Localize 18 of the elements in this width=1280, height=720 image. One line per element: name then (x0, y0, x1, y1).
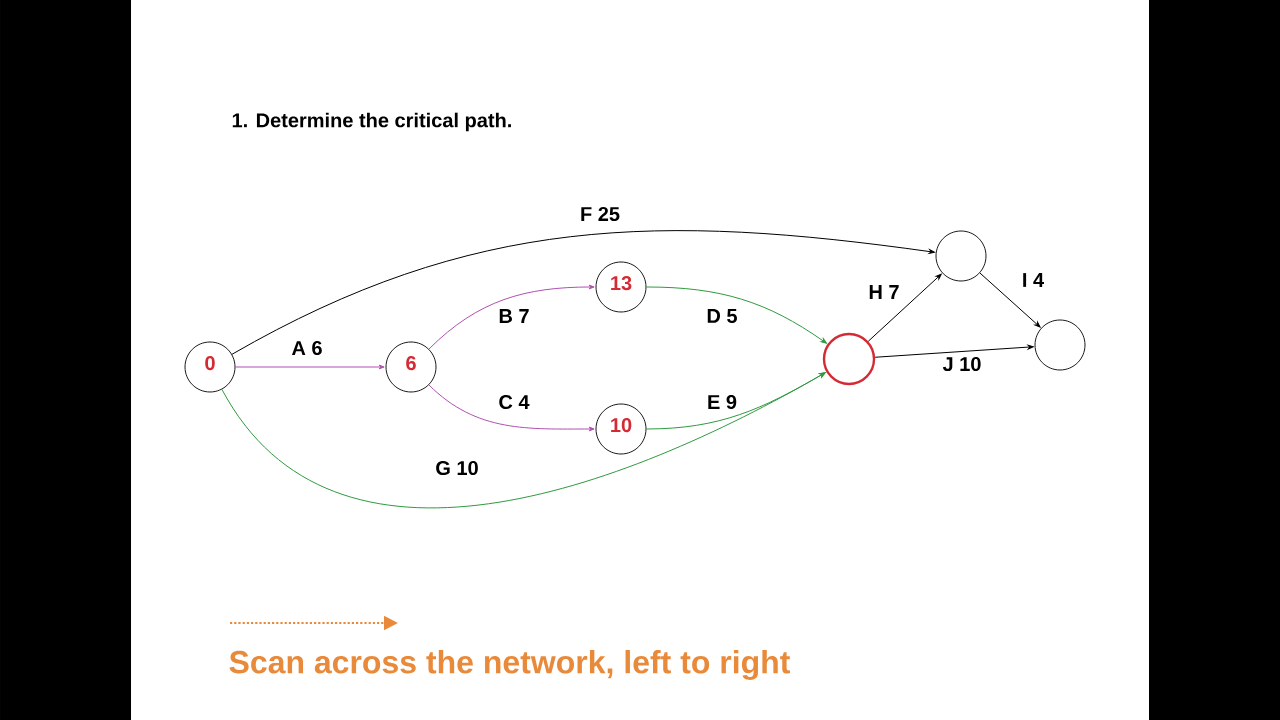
arrow (874, 344, 1034, 358)
edge-label: B 7 (497, 308, 531, 324)
arrow (979, 272, 1041, 328)
arrow (234, 364, 385, 370)
arrow (645, 286, 827, 344)
arrow (221, 372, 826, 509)
instruction-text: Scan across the network, left to right (229, 650, 790, 680)
arrow (867, 273, 942, 342)
event-circle (935, 230, 987, 282)
edge-label: D 5 (705, 308, 739, 324)
arrow (428, 284, 595, 350)
edge-label: I 4 (1020, 272, 1046, 288)
event-circle (1034, 319, 1086, 371)
edge-label: H 7 (867, 284, 901, 300)
question-text: 1. Determine the critical path. (232, 112, 511, 132)
arrow (428, 384, 595, 432)
arrow (231, 230, 935, 355)
event-circle (822, 332, 876, 386)
